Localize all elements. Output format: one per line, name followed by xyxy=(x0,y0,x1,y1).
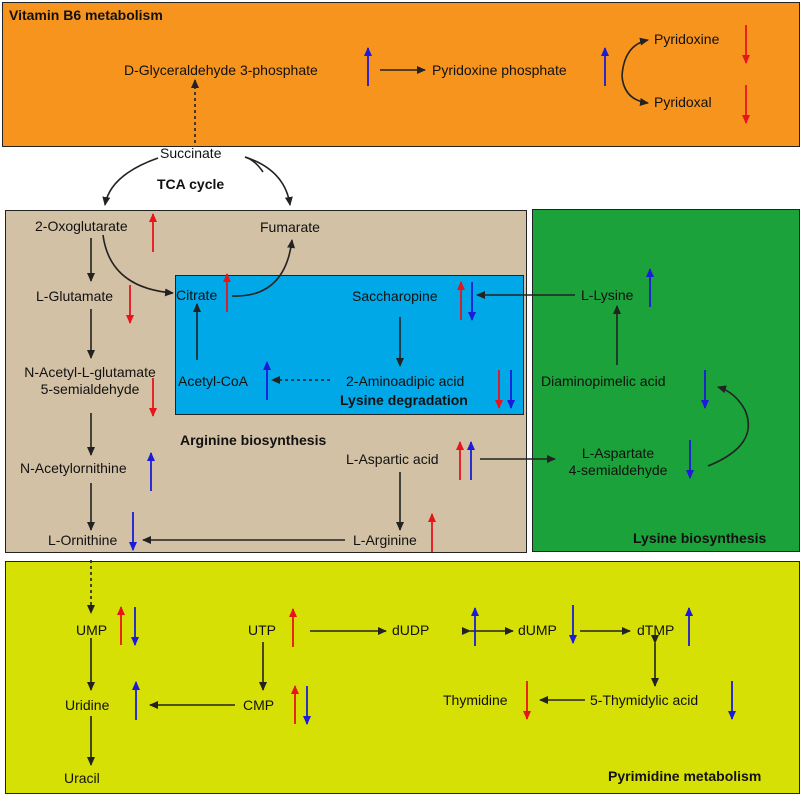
metabolite-uracil: Uracil xyxy=(64,770,100,786)
metabolite-dudp: dUDP xyxy=(392,622,430,638)
edge-succinate-fumarate xyxy=(244,156,293,206)
metabolite-aspartate-sa-line1: L-Aspartate xyxy=(581,445,655,461)
metabolite-cmp: CMP xyxy=(243,697,275,713)
metabolite-arginine: L-Arginine xyxy=(353,532,417,548)
metabolite-pyridoxine: Pyridoxine xyxy=(654,31,720,47)
metabolite-nacetylglutamate-line1: N-Acetyl-L-glutamate xyxy=(24,364,156,380)
lysine-degradation-title: Lysine degradation xyxy=(340,392,468,408)
metabolite-thymidylic: 5-Thymidylic acid xyxy=(590,692,699,708)
metabolite-pyridoxal: Pyridoxal xyxy=(654,94,712,110)
vitamin-b6-title: Vitamin B6 metabolism xyxy=(9,7,163,23)
pyrimidine-metabolism-title: Pyrimidine metabolism xyxy=(608,768,762,784)
metabolite-pyridoxine-phosphate: Pyridoxine phosphate xyxy=(432,62,567,78)
metabolite-aspartic: L-Aspartic acid xyxy=(346,451,439,467)
metabolite-aminoadipic: 2-Aminoadipic acid xyxy=(346,373,465,389)
metabolite-aspartate-sa-line2: 4-semialdehyde xyxy=(568,462,668,478)
metabolite-acetylcoa: Acetyl-CoA xyxy=(178,373,249,389)
edge-citrate-fumarate xyxy=(231,239,296,297)
edge-succinate-oxoglutarate xyxy=(102,157,159,206)
metabolite-diaminopimelic: Diaminopimelic acid xyxy=(541,373,666,389)
pyrimidine-metabolism-box xyxy=(5,561,800,794)
metabolite-utp: UTP xyxy=(248,622,276,638)
metabolite-succinate: Succinate xyxy=(160,145,222,161)
lysine-biosynthesis-box xyxy=(532,209,800,552)
lysine-biosynthesis-title: Lysine biosynthesis xyxy=(633,530,767,546)
metabolite-saccharopine: Saccharopine xyxy=(352,288,438,304)
metabolite-uridine: Uridine xyxy=(65,697,110,713)
metabolite-thymidine: Thymidine xyxy=(443,692,508,708)
metabolite-oxoglutarate: 2-Oxoglutarate xyxy=(35,218,128,234)
edge-fumarate-succinate xyxy=(244,156,264,173)
arginine-biosynthesis-title: Arginine biosynthesis xyxy=(180,432,327,448)
metabolite-ump: UMP xyxy=(76,622,108,638)
edge-pyridoxine-phosphate-pyridoxine xyxy=(621,37,649,77)
metabolite-dtmp: dTMP xyxy=(637,622,675,638)
metabolite-fumarate: Fumarate xyxy=(260,219,320,235)
metabolite-lysine: L-Lysine xyxy=(581,287,634,303)
edge-pyridoxine-phosphate-pyridoxal xyxy=(621,75,649,106)
metabolite-glyceraldehyde: D-Glyceraldehyde 3-phosphate xyxy=(124,62,318,78)
metabolite-nacetylornithine: N-Acetylornithine xyxy=(20,460,127,476)
metabolite-dump: dUMP xyxy=(518,622,557,638)
metabolite-ornithine: L-Ornithine xyxy=(48,532,118,548)
metabolite-glutamate: L-Glutamate xyxy=(36,288,114,304)
vitamin-b6-box xyxy=(2,2,800,147)
edge-aspartate-sa-diaminopimelic xyxy=(707,385,750,467)
metabolite-citrate: Citrate xyxy=(176,287,218,303)
tca-cycle-title: TCA cycle xyxy=(157,176,225,192)
metabolite-aspartate-semialdehyde: L-Aspartate 4-semialdehyde xyxy=(555,445,681,479)
metabolite-nacetylglutamate: N-Acetyl-L-glutamate 5-semialdehyde xyxy=(8,364,172,398)
lysine-degradation-box xyxy=(175,275,524,415)
metabolite-nacetylglutamate-line2: 5-semialdehyde xyxy=(40,381,140,397)
edge-oxoglutarate-citrate xyxy=(102,234,174,297)
